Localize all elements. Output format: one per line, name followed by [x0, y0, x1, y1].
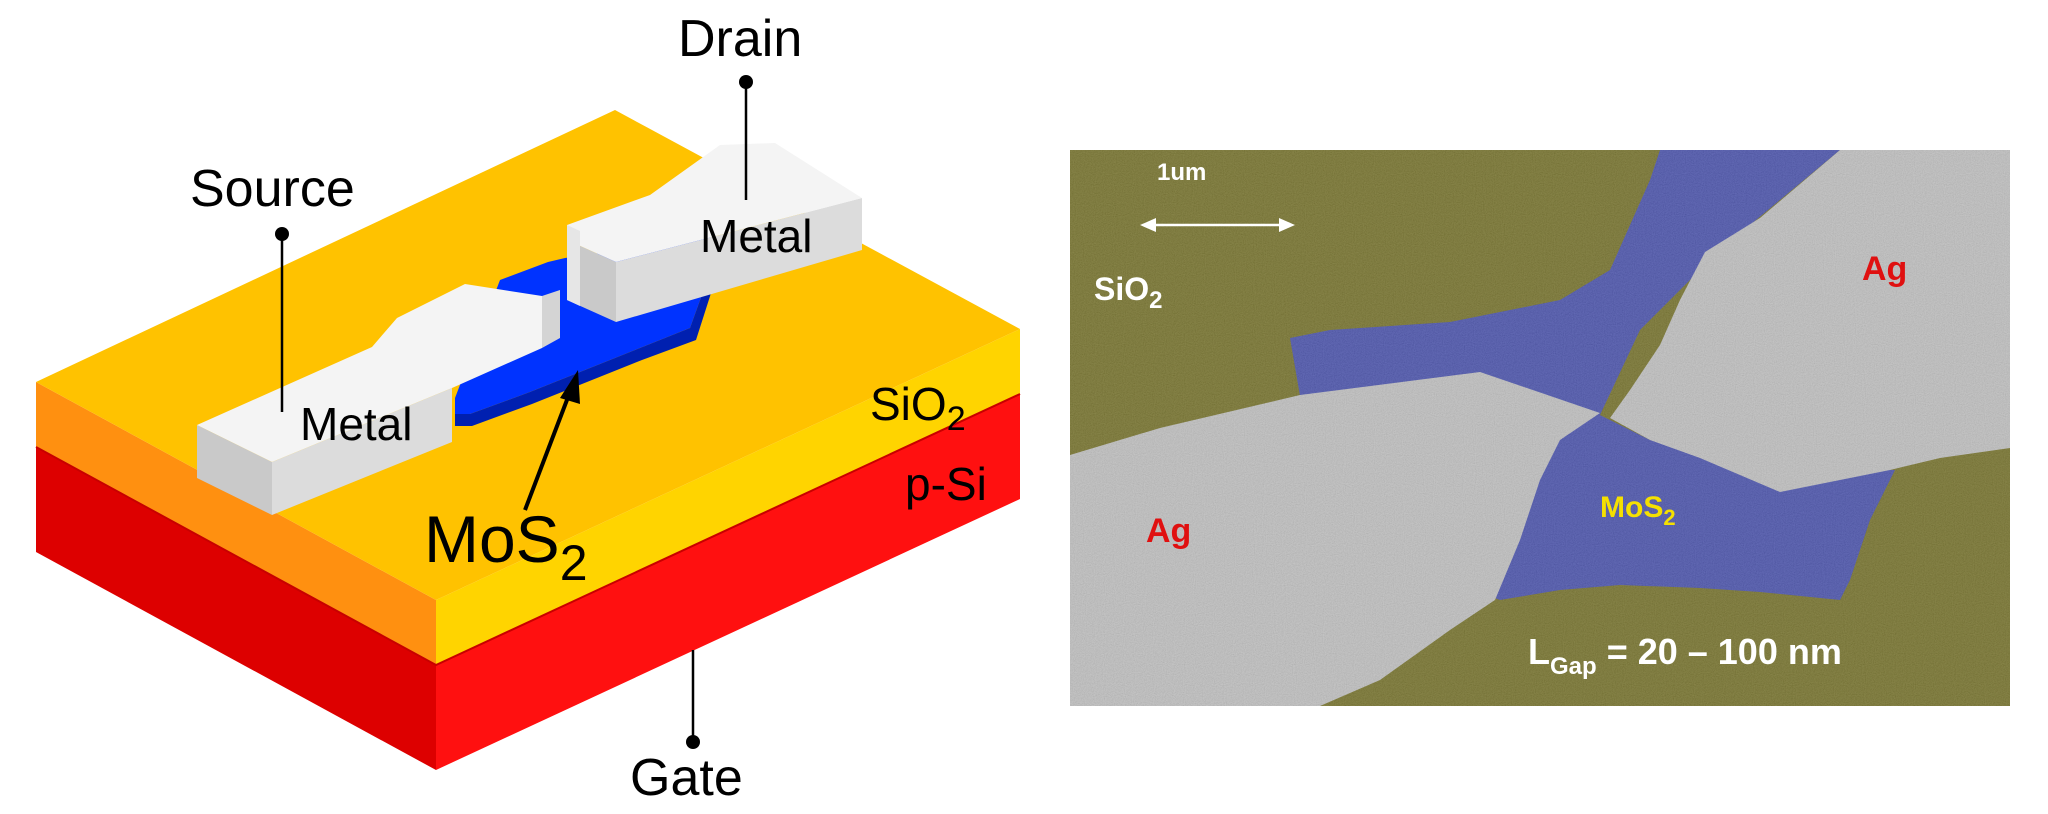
sem-sio2-label: SiO2 [1094, 271, 1162, 314]
gate-label: Gate [630, 749, 743, 807]
ag-right-label: Ag [1862, 250, 1907, 288]
metal-source-label: Metal [300, 398, 412, 450]
drain-metal-pad [567, 143, 862, 322]
gap-length-label: LGap = 20 – 100 nm [1528, 631, 1842, 680]
mos2-label: MoS2 [424, 502, 588, 591]
p-si-left-face [36, 447, 436, 770]
sem-mos2-label: MoS2 [1600, 491, 1676, 530]
scale-label: 1um [1157, 159, 1206, 186]
device-schematic: Drain Source Metal Metal SiO2 p-Si MoS2 … [35, 10, 1021, 807]
drain-label: Drain [678, 10, 802, 68]
scale-bar [1140, 218, 1295, 232]
source-metal-pad [197, 284, 560, 515]
source-label: Source [190, 160, 355, 218]
ag-left-label: Ag [1146, 512, 1191, 550]
p-si-layer-label: p-Si [905, 458, 987, 510]
p-si-front-face [436, 394, 1020, 770]
metal-drain-label: Metal [700, 210, 812, 262]
sio2-front-face [436, 329, 1020, 665]
sio2-left-face [36, 382, 436, 665]
sem-micrograph: 1um SiO2 Ag Ag MoS2 LGap = 20 – 100 nm [1070, 150, 2010, 706]
sio2-layer-label: SiO2 [870, 378, 966, 438]
